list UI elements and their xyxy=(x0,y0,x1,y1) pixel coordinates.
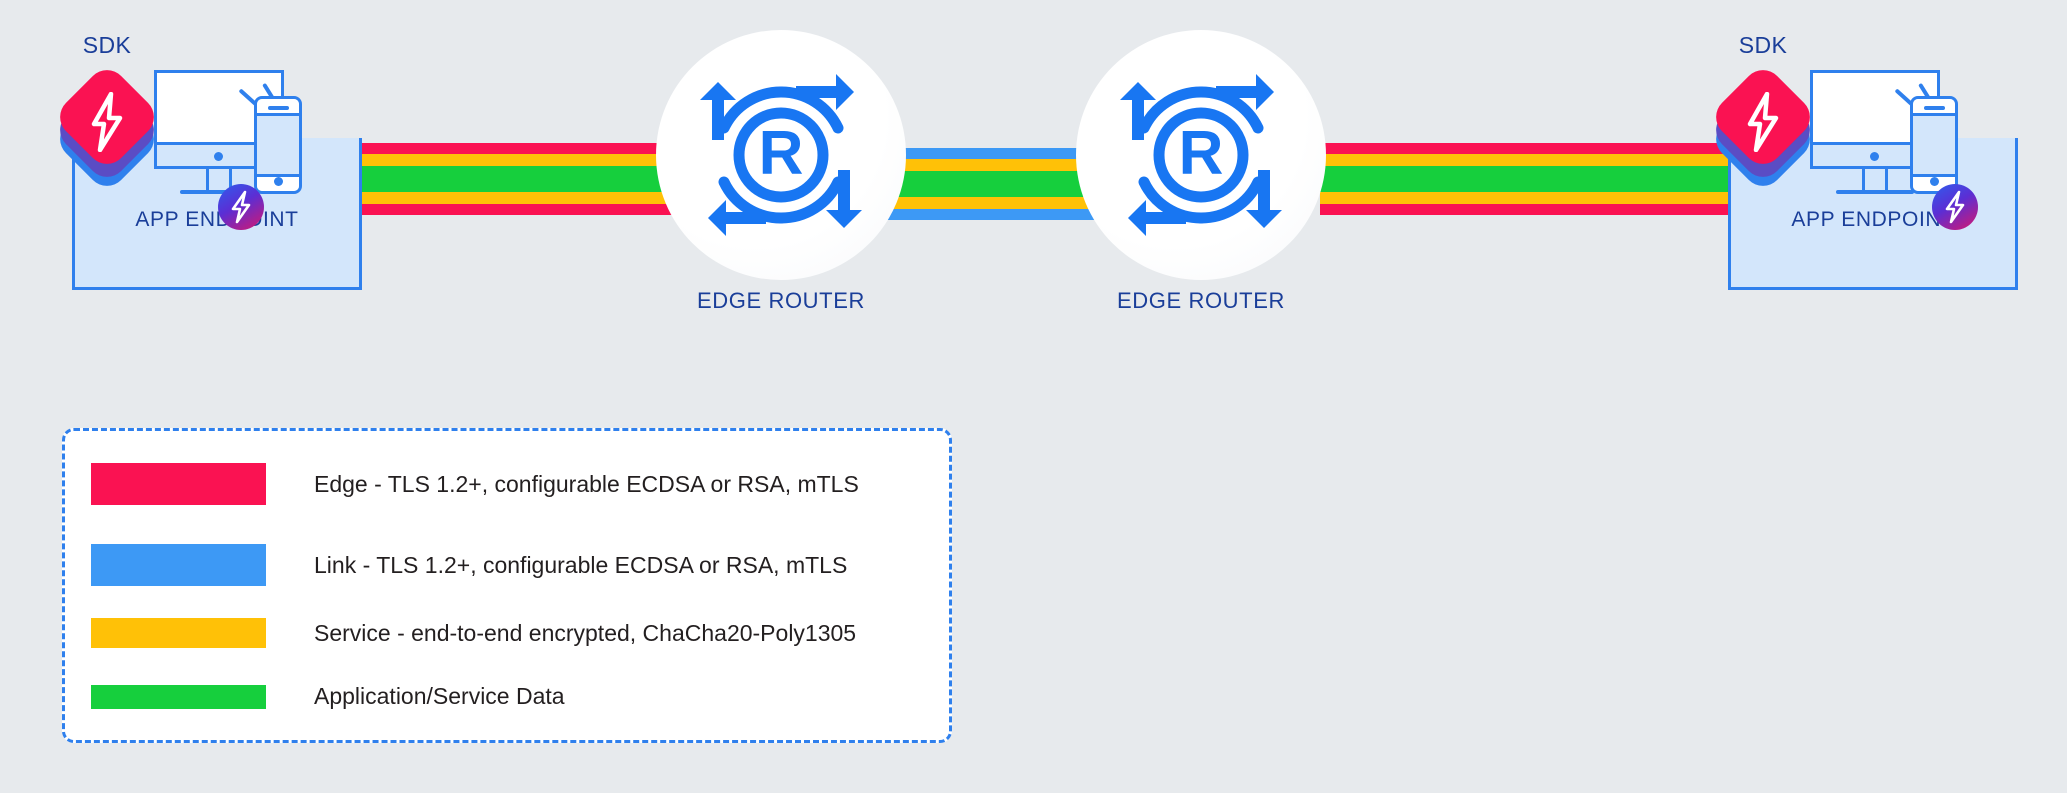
app-endpoint-label: APP ENDPOINT xyxy=(135,208,299,231)
legend-swatch-data xyxy=(91,684,266,709)
legend-swatch-link xyxy=(91,544,266,586)
monitor-indicator-dot xyxy=(214,152,223,161)
legend-item-data: Application/Service Data xyxy=(91,683,565,710)
sdk-badge-left: SDK xyxy=(51,32,163,195)
router-icon: R xyxy=(1120,74,1282,236)
band-service-top xyxy=(330,154,760,166)
router-icon: R xyxy=(700,74,862,236)
phone-speaker xyxy=(1924,106,1945,110)
sdk-badge-right: SDK xyxy=(1707,32,1819,195)
phone-earpiece-area xyxy=(257,99,299,116)
lightning-circle-badge-left xyxy=(218,184,264,230)
edge-router-left: R EDGE ROUTER xyxy=(656,30,906,313)
pipe-right-edge xyxy=(1320,143,1750,215)
app-endpoint-left: SDK APP ENDPOINT xyxy=(51,32,372,290)
phone-home-button xyxy=(274,177,283,186)
router-disc xyxy=(656,30,906,280)
lightning-bolt-icon xyxy=(91,92,123,152)
edge-router-label: EDGE ROUTER xyxy=(1117,288,1285,313)
monitor-indicator-dot xyxy=(1870,152,1879,161)
legend-swatch-edge xyxy=(91,463,266,505)
edge-router-right: R EDGE ROUTER xyxy=(1076,30,1326,313)
device-illustration xyxy=(1810,70,2010,210)
network-diagram: SDK APP ENDPOINT xyxy=(0,0,2067,380)
band-edge-bot xyxy=(1320,204,1750,215)
lightning-circle-badge-right xyxy=(1932,184,1978,230)
legend-label-service: Service - end-to-end encrypted, ChaCha20… xyxy=(314,619,857,646)
lightning-bolt-icon xyxy=(1747,92,1779,152)
sdk-label: SDK xyxy=(1738,32,1788,58)
phone-speaker xyxy=(268,106,289,110)
band-link-bot xyxy=(860,209,1230,220)
lightning-bolt-icon xyxy=(231,190,251,224)
svg-text:R: R xyxy=(1179,119,1224,188)
router-disc xyxy=(1076,30,1326,280)
band-edge-bot xyxy=(330,204,760,215)
band-edge-top xyxy=(330,143,760,154)
device-illustration xyxy=(154,70,354,210)
band-link-top xyxy=(860,148,1230,159)
svg-text:R: R xyxy=(759,119,804,188)
legend-panel: Edge - TLS 1.2+, configurable ECDSA or R… xyxy=(62,428,952,743)
monitor-stand xyxy=(206,169,232,192)
edge-router-label: EDGE ROUTER xyxy=(697,288,865,313)
phone-home-button xyxy=(1930,177,1939,186)
band-service-bot xyxy=(330,192,760,204)
legend-label-link: Link - TLS 1.2+, configurable ECDSA or R… xyxy=(314,551,848,578)
band-edge-top xyxy=(1320,143,1750,154)
monitor-foot xyxy=(180,190,258,194)
band-service-bot xyxy=(1320,192,1750,204)
legend-item-service: Service - end-to-end encrypted, ChaCha20… xyxy=(91,618,856,648)
band-service-top xyxy=(1320,154,1750,166)
app-endpoint-right: SDK APP ENDPOINT xyxy=(1707,32,2028,290)
phone-earpiece-area xyxy=(1913,99,1955,116)
lightning-bolt-icon xyxy=(1945,190,1965,224)
phone-home-area xyxy=(257,174,299,191)
legend-swatch-service xyxy=(91,618,266,648)
sdk-label: SDK xyxy=(82,32,132,58)
legend-item-link: Link - TLS 1.2+, configurable ECDSA or R… xyxy=(91,544,847,586)
monitor-foot xyxy=(1836,190,1914,194)
monitor-stand xyxy=(1862,169,1888,192)
mobile-phone-icon xyxy=(254,96,302,194)
legend-label-edge: Edge - TLS 1.2+, configurable ECDSA or R… xyxy=(314,470,859,497)
mobile-phone-icon xyxy=(1910,96,1958,194)
band-data xyxy=(1320,166,1750,192)
app-endpoint-label: APP ENDPOINT xyxy=(1791,208,1955,231)
legend-label-data: Application/Service Data xyxy=(314,683,565,709)
legend-item-edge: Edge - TLS 1.2+, configurable ECDSA or R… xyxy=(91,463,859,505)
